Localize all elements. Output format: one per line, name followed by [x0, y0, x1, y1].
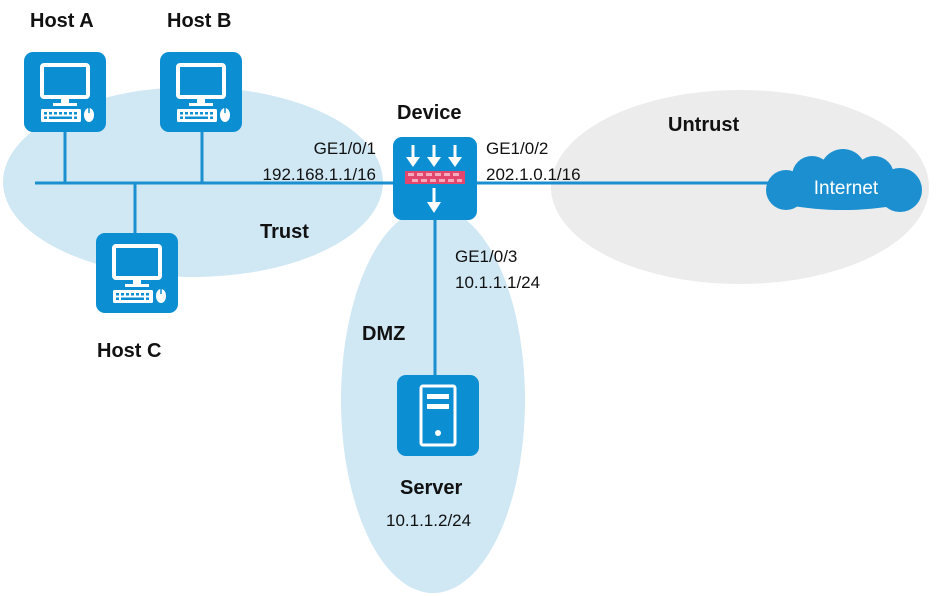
server-label: Server	[400, 477, 462, 499]
host-c-label: Host C	[97, 340, 161, 362]
internet: Internet	[766, 149, 922, 212]
firewall-icon	[393, 137, 477, 220]
host-b-label: Host B	[167, 10, 231, 32]
desktop-computer-icon	[158, 50, 244, 134]
host-c: Host C	[94, 231, 180, 362]
ge3-name: GE1/0/3	[455, 247, 517, 266]
host-a-label: Host A	[30, 10, 94, 32]
ge1-name: GE1/0/1	[314, 139, 376, 158]
server-ip: 10.1.1.2/24	[386, 511, 471, 530]
untrust-zone-label: Untrust	[668, 114, 739, 136]
ge2-name: GE1/0/2	[486, 139, 548, 158]
host-a: Host A	[22, 10, 108, 134]
device: Device	[393, 102, 477, 220]
cloud-icon	[766, 149, 922, 212]
host-b: Host B	[158, 10, 244, 134]
ge2-ip: 202.1.0.1/16	[486, 165, 581, 184]
trust-zone-label: Trust	[260, 221, 309, 243]
desktop-computer-icon	[22, 50, 108, 134]
ge1-ip: 192.168.1.1/16	[263, 165, 376, 184]
dmz-zone-label: DMZ	[362, 323, 405, 345]
ge3-ip: 10.1.1.1/24	[455, 273, 540, 292]
internet-label: Internet	[814, 178, 879, 199]
server-icon	[397, 375, 479, 456]
untrust-zone	[551, 90, 929, 284]
desktop-computer-icon	[94, 231, 180, 315]
server: Server 10.1.1.2/24	[386, 375, 479, 530]
device-label: Device	[397, 102, 462, 124]
